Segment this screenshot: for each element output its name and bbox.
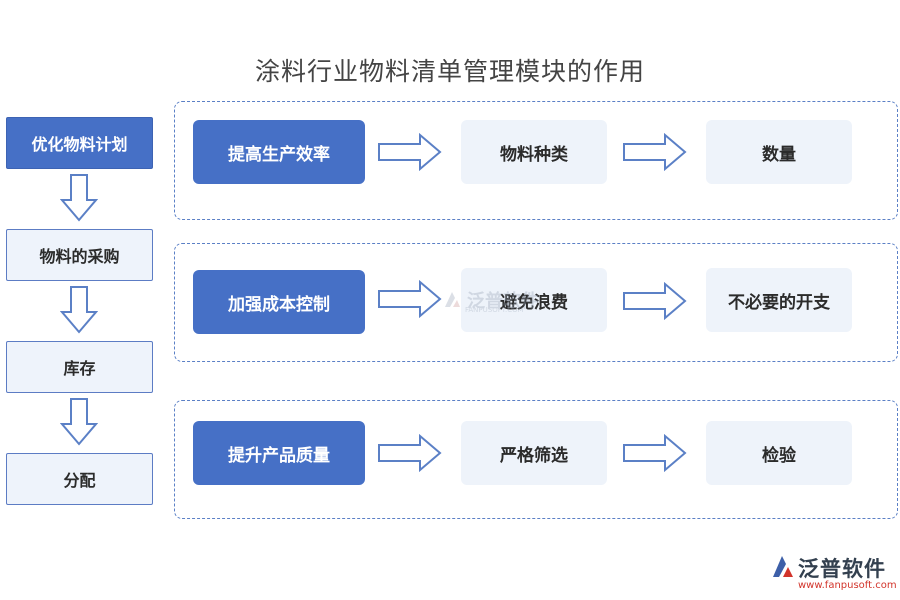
row-item-strict-screening: 严格筛选 bbox=[461, 421, 607, 485]
right-arrow-icon bbox=[623, 133, 687, 171]
down-arrow-icon bbox=[60, 286, 98, 334]
row-item-quantity: 数量 bbox=[706, 120, 852, 184]
row-item-inspection: 检验 bbox=[706, 421, 852, 485]
down-arrow-icon bbox=[60, 398, 98, 446]
right-arrow-icon bbox=[378, 434, 442, 472]
panel-efficiency bbox=[174, 101, 898, 220]
brand-logo: 泛普软件 www.fanpusoft.com bbox=[768, 551, 897, 595]
panel-cost bbox=[174, 243, 898, 362]
right-arrow-icon bbox=[623, 282, 687, 320]
row-main-cost: 加强成本控制 bbox=[193, 270, 365, 334]
logo-name: 泛普软件 bbox=[798, 557, 886, 581]
row-item-unnecessary-expense: 不必要的开支 bbox=[706, 268, 852, 332]
fanpu-logo-icon bbox=[445, 292, 460, 307]
watermark-url: FANPUSOFT.COM bbox=[465, 306, 524, 314]
flow-step-plan: 优化物料计划 bbox=[6, 117, 153, 169]
right-arrow-icon bbox=[378, 280, 442, 318]
row-item-avoid-waste: 避免浪费 bbox=[461, 268, 607, 332]
right-arrow-icon bbox=[378, 133, 442, 171]
flow-step-inventory: 库存 bbox=[6, 341, 153, 393]
panel-quality bbox=[174, 400, 898, 519]
diagram-title: 涂料行业物料清单管理模块的作用 bbox=[254, 57, 645, 86]
flow-step-purchase: 物料的采购 bbox=[6, 229, 153, 281]
logo-url: www.fanpusoft.com bbox=[798, 580, 897, 591]
right-arrow-icon bbox=[623, 434, 687, 472]
row-item-material-type: 物料种类 bbox=[461, 120, 607, 184]
down-arrow-icon bbox=[60, 174, 98, 222]
row-main-efficiency: 提高生产效率 bbox=[193, 120, 365, 184]
watermark: 泛普软件 FANPUSOFT.COM bbox=[441, 283, 571, 317]
fanpu-logo-icon bbox=[773, 556, 793, 577]
watermark-name: 泛普软件 bbox=[467, 291, 539, 312]
row-main-quality: 提升产品质量 bbox=[193, 421, 365, 485]
flow-step-distribution: 分配 bbox=[6, 453, 153, 505]
